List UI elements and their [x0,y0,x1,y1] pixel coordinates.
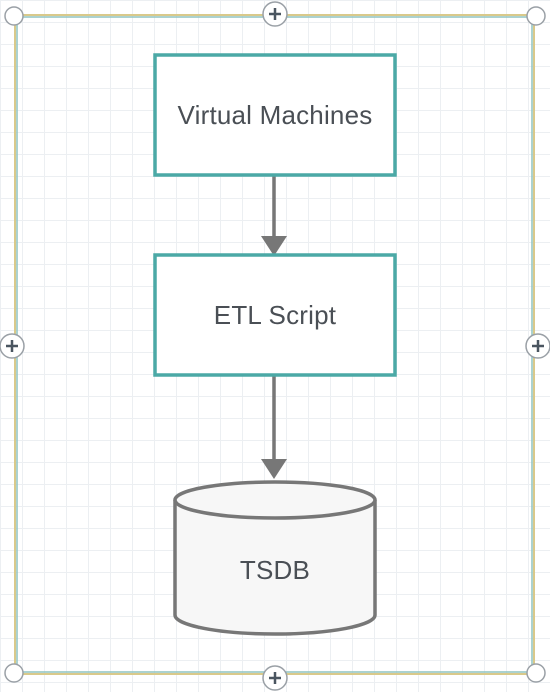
node-etl-script[interactable] [153,253,397,377]
node-virtual-machines[interactable] [153,53,397,177]
resize-handle-bottom-left[interactable] [4,663,24,683]
resize-handle-top-left[interactable] [4,6,24,26]
connect-handle-right[interactable] [525,333,550,359]
edge-etl-to-tsdb[interactable] [261,375,287,479]
resize-handle-bottom-right[interactable] [526,663,546,683]
resize-handle-top-right[interactable] [526,6,546,26]
node-tsdb[interactable] [173,480,377,636]
plus-icon [6,340,18,352]
connect-handle-left[interactable] [0,333,25,359]
connect-handle-top[interactable] [262,1,288,27]
plus-icon [269,672,281,684]
node-label-etl-script: ETL Script [213,299,337,330]
arrowhead-icon [261,459,287,479]
plus-icon [532,340,544,352]
plus-icon [269,8,281,20]
node-label-virtual-machines: Virtual Machines [177,99,373,130]
connect-handle-bottom[interactable] [262,665,288,691]
edge-vm-to-etl[interactable] [261,175,287,256]
arrowhead-icon [261,236,287,256]
node-label-tsdb: TSDB [239,554,311,585]
